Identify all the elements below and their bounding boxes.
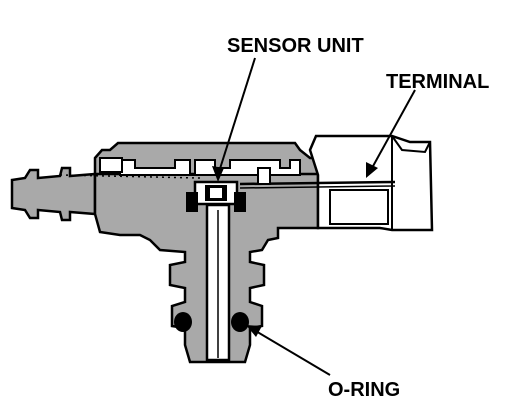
connector-latch (391, 135, 431, 154)
terminal-arrowhead (366, 162, 378, 178)
o-ring (174, 312, 249, 332)
cavity-left-recess (99, 157, 123, 173)
o-ring-arrowhead (246, 325, 262, 337)
connector-shell (308, 134, 434, 232)
o-ring-leader (253, 329, 331, 376)
terminal-clip (257, 167, 271, 185)
leader-lines (212, 57, 416, 376)
o-ring-right (231, 312, 249, 332)
sensor-unit-arrowhead (212, 166, 224, 182)
terminal-lead (59, 167, 396, 189)
sensor-seat-left (186, 192, 198, 212)
sensor-unit-label: SENSOR UNIT (227, 35, 364, 57)
pressure-passage (205, 203, 231, 362)
o-ring-left (174, 312, 192, 332)
sensor-element (186, 180, 246, 212)
terminal-pin-lower (239, 185, 396, 189)
terminal-leader (371, 89, 416, 169)
sensor-unit-leader (217, 57, 256, 176)
terminal-label: TERMINAL (386, 71, 489, 93)
inner-cavity (99, 157, 301, 176)
sensor-core-inner (210, 188, 222, 198)
o-ring-label: O-RING (328, 379, 400, 401)
cavity-chamber (119, 159, 301, 176)
sensor-seat-right (234, 192, 246, 212)
connector-window (329, 189, 389, 225)
inlet-nipple (10, 166, 97, 222)
